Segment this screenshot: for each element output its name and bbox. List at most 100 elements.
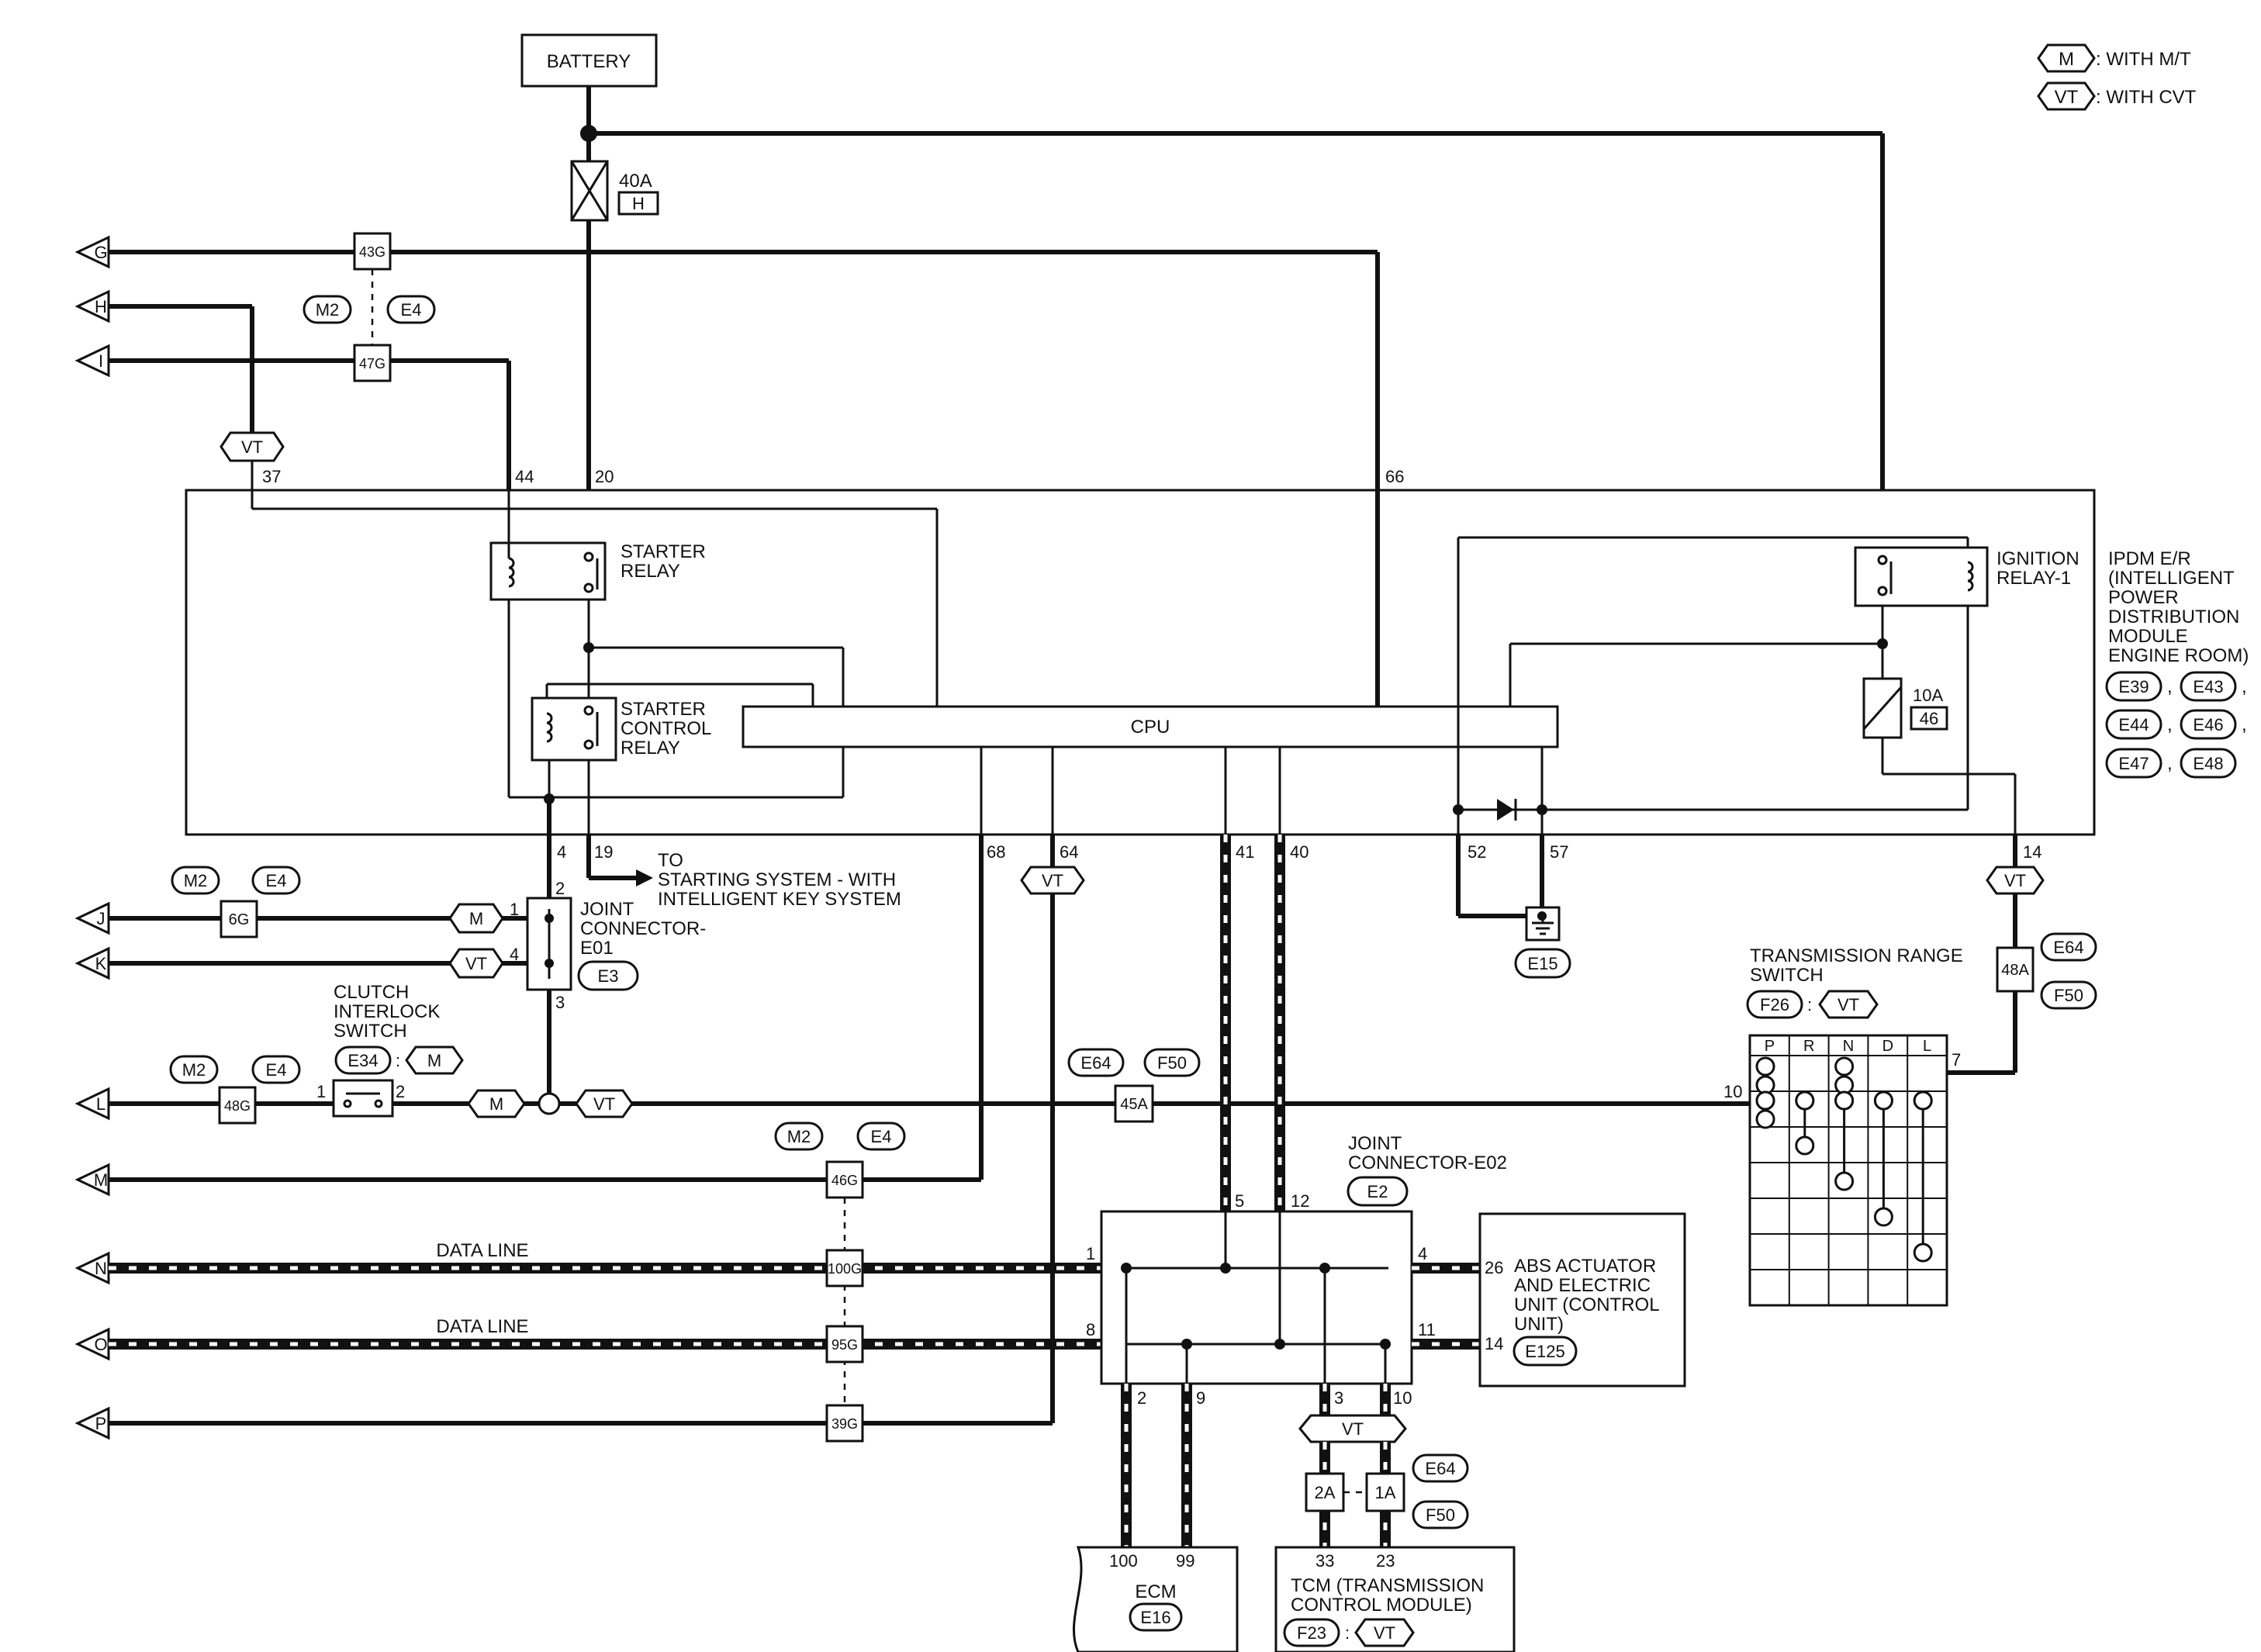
- conn-f50-tcm-label: F50: [1426, 1505, 1455, 1525]
- conn-e64-tcm-label: E64: [1425, 1459, 1455, 1478]
- splice-95g-label: 95G: [831, 1337, 858, 1353]
- ipdm-conn-e46-label: E46: [2193, 715, 2223, 734]
- starting-system-arrow-head: [636, 869, 653, 886]
- terminal-o-label: O: [94, 1335, 107, 1354]
- ecm-label: ECM: [1135, 1581, 1176, 1602]
- splice-43g-label: 43G: [359, 244, 385, 260]
- ipdm-conn-e48-label: E48: [2193, 754, 2223, 773]
- pin-37: 37: [262, 467, 281, 486]
- ignition-relay-label-2: RELAY-1: [1997, 568, 2071, 589]
- pin-44: 44: [515, 467, 534, 486]
- splice-46g-label: 46G: [831, 1173, 858, 1188]
- starter-control-junction: [544, 793, 555, 804]
- code-m-j: [448, 903, 504, 934]
- tcm-title-1: TCM (TRANSMISSION: [1291, 1575, 1484, 1596]
- splice-47g: [353, 344, 392, 382]
- starter-control-relay: [531, 696, 617, 762]
- conn-f50-l-label: F50: [1157, 1053, 1187, 1073]
- conn-f50-l: [1143, 1048, 1201, 1077]
- clutch-title-1: CLUTCH: [334, 982, 409, 1003]
- terminal-h-label: H: [95, 297, 107, 316]
- conn-f50-trs: [2040, 980, 2097, 1010]
- legend-code-vt: [2037, 81, 2096, 111]
- code-vt-tcm-label: VT: [1342, 1419, 1364, 1439]
- joint-e02-pin-12: 12: [1291, 1191, 1309, 1211]
- starter-relay-label-2: RELAY: [621, 561, 680, 582]
- legend-text-vt: : WITH CVT: [2096, 87, 2197, 108]
- starter-relay-contact-top: [583, 551, 594, 562]
- conn-e64-trs: [2040, 932, 2097, 962]
- trs-grid-header-p: P: [1765, 1038, 1775, 1055]
- code-vt-14: [1986, 866, 2045, 895]
- abs-conn: [1513, 1336, 1578, 1367]
- trs-common-contact-top-l: [1913, 1090, 1933, 1111]
- clutch-code-m-label: M: [427, 1051, 441, 1070]
- pin-19: 19: [594, 842, 613, 862]
- ecm-conn: [1129, 1602, 1183, 1632]
- splice-39g: [825, 1404, 864, 1443]
- terminal-i-label: I: [99, 351, 103, 371]
- trs-common-contact-top-n: [1834, 1090, 1855, 1111]
- conn-e4-l: [251, 1055, 301, 1084]
- diode-symbol: [1497, 799, 1514, 821]
- joint-e01-title-2: CONNECTOR-: [580, 918, 706, 939]
- conn-m2-m-label: M2: [787, 1127, 811, 1146]
- legend: M : WITH M/T VT : WITH CVT: [2037, 43, 2197, 111]
- tcm-title-2: CONTROL MODULE): [1291, 1595, 1472, 1616]
- code-m-j-label: M: [469, 909, 483, 928]
- ipdm-title-4: DISTRIBUTION: [2108, 607, 2239, 627]
- conn-e64-l: [1067, 1048, 1125, 1077]
- conn-e64-tcm: [1412, 1453, 1469, 1483]
- ipdm-title-2: (INTELLIGENT: [2108, 568, 2235, 589]
- joint-e01-node-4: [545, 959, 554, 968]
- trs-common-contact-top-d: [1873, 1090, 1893, 1111]
- splice-43g: [353, 232, 392, 271]
- joint-e02-node-10: [1380, 1339, 1391, 1350]
- legend-code-m-text: M: [2059, 49, 2074, 70]
- code-vt-64: [1020, 866, 1085, 895]
- trs-common-contact-top-p: [1755, 1090, 1775, 1111]
- ipdm-conn-e47: [2105, 748, 2162, 779]
- joint-e02-pin-10: 10: [1393, 1388, 1412, 1408]
- trs-contact-p-2: [1755, 1109, 1775, 1129]
- starter-control-label-1: STARTER: [621, 699, 706, 720]
- splice-48g-label: 48G: [224, 1098, 251, 1114]
- trs-contact-r: [1795, 1135, 1815, 1156]
- ecm-conn-label: E16: [1140, 1608, 1170, 1627]
- terminal-g-label: G: [94, 243, 107, 262]
- joint-e01-pin-1: 1: [510, 900, 519, 919]
- legend-code-vt-text: VT: [2055, 87, 2079, 108]
- splice-1a-label: 1A: [1375, 1483, 1396, 1502]
- diode-junction-left: [1453, 804, 1464, 815]
- joint-e02-pin-11: 11: [1418, 1320, 1436, 1339]
- ipdm-conn-comma-3: ,: [2167, 714, 2173, 735]
- splice-39g-label: 39G: [831, 1416, 858, 1432]
- battery-label: BATTERY: [547, 51, 631, 72]
- ignition-relay-coil: [1967, 561, 1974, 592]
- clutch-pin-1: 1: [316, 1082, 326, 1101]
- joint-e02-node-12: [1274, 1339, 1285, 1350]
- ipdm-conn-e43: [2180, 671, 2237, 702]
- ecm-box: [1072, 1546, 1239, 1652]
- pin-4: 4: [557, 842, 566, 862]
- starting-system-2: STARTING SYSTEM - WITH: [658, 869, 896, 890]
- joint-e02-pin-1: 1: [1086, 1244, 1095, 1263]
- fuse40-id: H: [632, 194, 645, 213]
- code-m-l: [467, 1089, 526, 1118]
- tcm-conn: [1283, 1618, 1340, 1647]
- trs-conn-label: F26: [1760, 995, 1789, 1014]
- conn-f50-trs-label: F50: [2054, 986, 2083, 1005]
- clutch-conn: [334, 1045, 392, 1075]
- ipdm-conn-e47-label: E47: [2118, 754, 2149, 773]
- starter-relay-label-1: STARTER: [621, 541, 706, 562]
- trs-conn: [1746, 990, 1803, 1019]
- pin-40: 40: [1290, 842, 1309, 862]
- ipdm-conn-e43-label: E43: [2193, 677, 2223, 696]
- abs-title-1: ABS ACTUATOR: [1514, 1256, 1656, 1277]
- joint-e02-node-1: [1121, 1263, 1132, 1274]
- splice-48g: [218, 1086, 257, 1125]
- joint-e02-title-1: JOINT: [1348, 1133, 1402, 1154]
- fuse40-id-box: [617, 191, 659, 216]
- pin-64: 64: [1060, 842, 1078, 862]
